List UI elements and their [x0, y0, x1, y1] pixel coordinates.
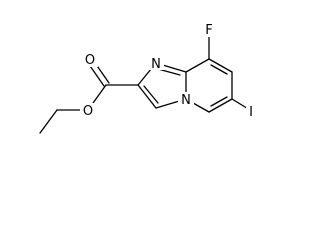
- carbonyl-oxygen-label: O: [85, 53, 95, 68]
- bond-c6-c5: [208, 98, 233, 113]
- ring-nitrogen-label: N: [151, 57, 161, 72]
- fluorine-label: F: [205, 23, 212, 38]
- bond-c8-c7-inner: [210, 64, 228, 75]
- bond-c2-c3: [137, 84, 157, 109]
- iodine-label: I: [249, 105, 253, 120]
- bond-c8a-c8: [185, 58, 210, 73]
- bond-c8-c7: [208, 58, 233, 73]
- molecule-diagram: F N N I O O: [39, 23, 253, 134]
- ester-oxygen-label: O: [83, 104, 93, 119]
- bond-ch2-ch3: [39, 109, 58, 134]
- bond-c2-c3-inner: [143, 85, 159, 104]
- bond-c6-c5-inner: [210, 96, 228, 107]
- bridgehead-nitrogen-label: N: [181, 93, 191, 108]
